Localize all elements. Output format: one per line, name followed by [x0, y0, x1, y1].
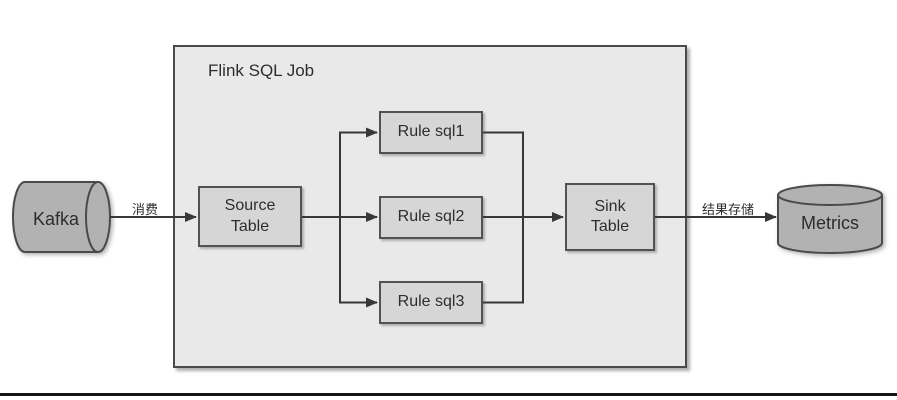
- kafka-label: Kafka: [33, 209, 80, 229]
- kafka-cylinder: Kafka: [12, 181, 111, 253]
- rule-sql3-label: Rule sql3: [397, 293, 465, 311]
- metrics-cylinder: Metrics: [777, 184, 883, 254]
- node-rule-sql2: Rule sql2: [379, 196, 483, 239]
- sink-table-label: Sink Table: [590, 197, 630, 235]
- kafka-cylinder-body: [12, 181, 98, 253]
- metrics-cylinder-body: [777, 195, 883, 254]
- node-source-table: Source Table: [198, 186, 302, 247]
- kafka-cylinder-cap: [85, 181, 111, 253]
- bottom-divider: [0, 393, 897, 396]
- node-rule-sql3: Rule sql3: [379, 281, 483, 324]
- node-rule-sql1: Rule sql1: [379, 111, 483, 154]
- node-sink-table: Sink Table: [565, 183, 655, 251]
- metrics-cylinder-cap: [777, 184, 883, 206]
- edge-label-consume: 消费: [131, 202, 158, 217]
- source-table-label: Source Table: [224, 197, 276, 235]
- metrics-label: Metrics: [801, 213, 859, 233]
- rule-sql1-label: Rule sql1: [397, 123, 465, 141]
- edge-label-store: 结果存储: [701, 202, 754, 217]
- rule-sql2-label: Rule sql2: [397, 208, 465, 226]
- flink-sql-job-label: Flink SQL Job: [208, 61, 315, 80]
